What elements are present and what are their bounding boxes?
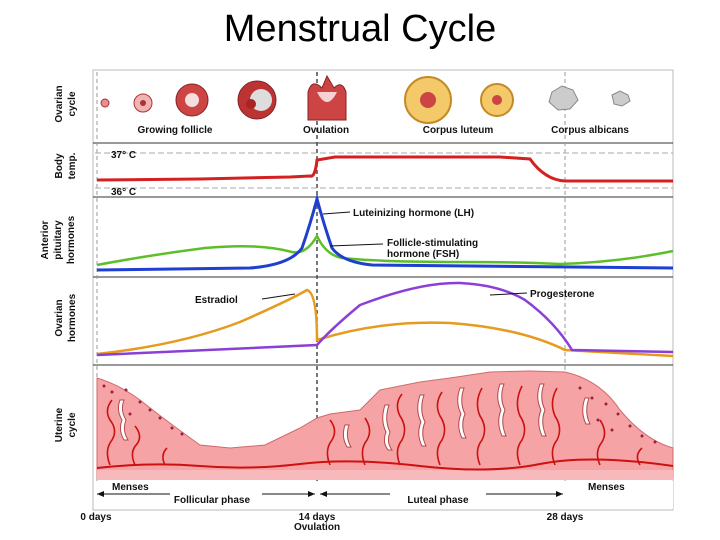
lh-curve — [96, 193, 674, 272]
phase-luteal: Luteal phase — [407, 495, 469, 506]
endometrium — [96, 370, 674, 480]
phase-follicular: Follicular phase — [174, 495, 251, 506]
phase-menses-end: Menses — [588, 482, 625, 493]
phase-bar — [95, 481, 673, 509]
label-ovarian-hormones-1: Ovarian — [54, 299, 65, 336]
stage-ovulation: Ovulation — [303, 125, 349, 136]
stage-corpus-luteum: Corpus luteum — [423, 125, 494, 136]
corpus-albicans-large — [548, 85, 579, 111]
label-uterine-cycle-2: cycle — [67, 412, 78, 437]
menses-debris — [102, 384, 657, 444]
ovarian-follicles — [100, 74, 631, 124]
corpus-albicans-small — [611, 90, 631, 107]
fsh-pointer — [329, 243, 384, 247]
temp-36-label: 36° C — [111, 187, 136, 198]
fsh-curve — [96, 233, 674, 267]
timeline-day0: 0 days — [80, 512, 112, 523]
progesterone-pointer — [489, 292, 528, 296]
label-body-temp-1: Body — [54, 153, 65, 178]
progesterone-curve — [96, 281, 674, 357]
fsh-label-line2: hormone (FSH) — [387, 249, 459, 260]
label-uterine-cycle-1: Uterine — [54, 407, 65, 442]
label-ovarian-cycle-1: Ovarian — [54, 85, 65, 122]
timeline-ovulation: Ovulation — [294, 522, 340, 533]
stage-growing-follicle: Growing follicle — [137, 125, 212, 136]
phase-menses-start: Menses — [112, 482, 149, 493]
timeline-day28: 28 days — [547, 512, 584, 523]
temp-37-label: 37° C — [111, 150, 136, 161]
label-pituitary-2: pituitary — [53, 220, 64, 260]
timeline-day14: 14 days — [299, 512, 336, 523]
spiral-arteries — [106, 385, 643, 466]
basal-vessels — [96, 458, 674, 471]
label-body-temp-2: temp. — [67, 152, 78, 179]
estradiol-pointer — [261, 293, 296, 300]
label-pituitary-3: hormones — [66, 215, 77, 264]
label-ovarian-hormones-2: hormones — [67, 293, 78, 342]
label-ovarian-cycle-2: cycle — [67, 91, 78, 116]
progesterone-label: Progesterone — [530, 289, 595, 300]
temperature-curve — [96, 155, 673, 183]
estradiol-label: Estradiol — [195, 295, 238, 306]
lh-pointer — [322, 211, 351, 215]
uterine-glands — [117, 383, 591, 451]
estradiol-curve — [96, 288, 674, 358]
follicle-1 — [100, 98, 110, 108]
basal-layer — [97, 470, 673, 480]
fsh-label-line1: Follicle-stimulating — [387, 238, 478, 249]
slide-title: Menstrual Cycle — [223, 8, 497, 50]
lh-label: Luteinizing hormone (LH) — [353, 208, 474, 219]
label-pituitary-1: Anterior — [40, 220, 51, 259]
stage-corpus-albicans: Corpus albicans — [551, 125, 629, 136]
